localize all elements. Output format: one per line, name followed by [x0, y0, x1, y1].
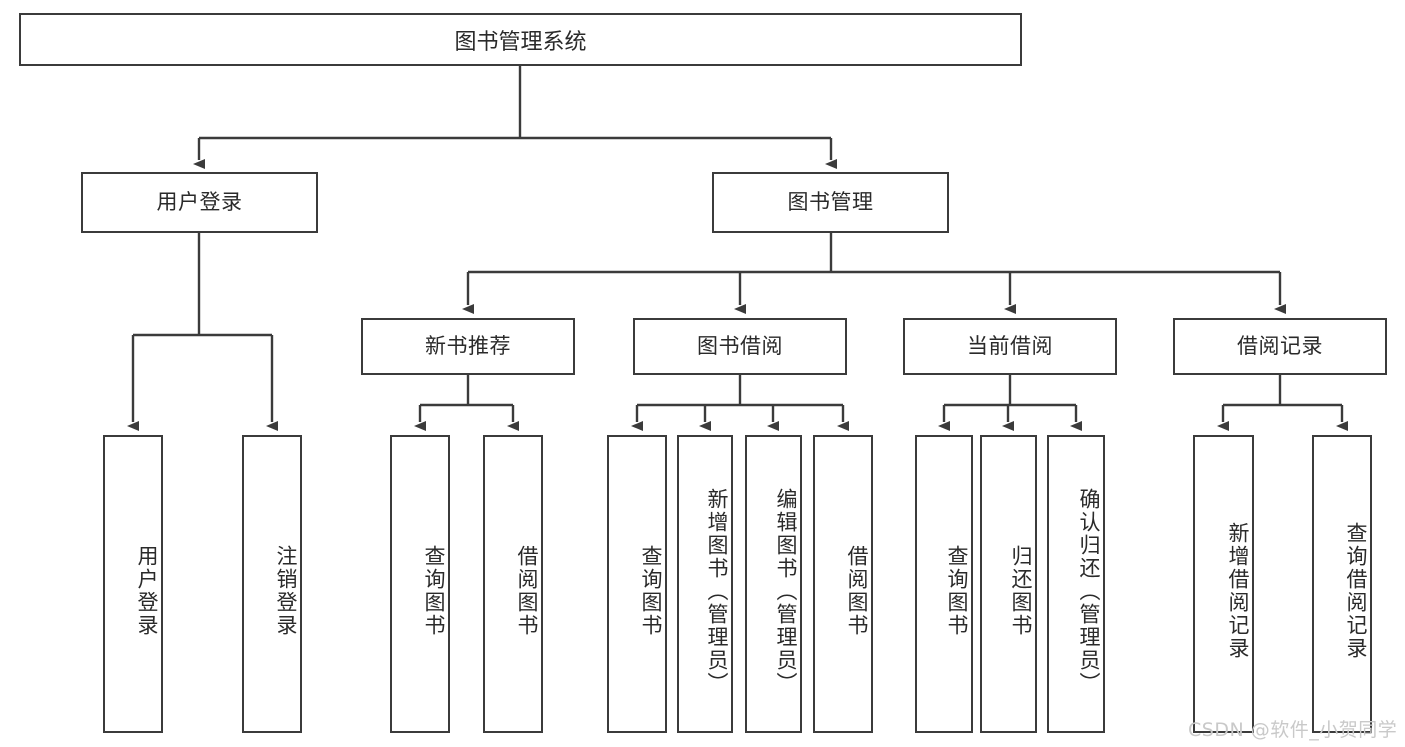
node-leaf-label: 新增图书（管理员）	[705, 487, 729, 695]
node-root-book-management-system[interactable]: 图书管理系统	[19, 13, 1022, 66]
node-book-borrow-label: 图书借阅	[697, 333, 783, 358]
node-leaf-label: 查询借阅记录	[1344, 522, 1368, 660]
node-leaf-user-login-signin[interactable]: 用户登录	[103, 435, 163, 733]
node-root-label: 图书管理系统	[454, 29, 587, 55]
node-borrow-record[interactable]: 借阅记录	[1173, 318, 1387, 375]
node-leaf-label: 查询图书	[639, 545, 663, 637]
node-leaf-book-borrow-edit[interactable]: 编辑图书（管理员）	[745, 435, 802, 733]
node-leaf-label: 查询图书	[945, 545, 969, 637]
node-leaf-book-borrow-query[interactable]: 查询图书	[607, 435, 667, 733]
node-leaf-label: 注销登录	[274, 545, 298, 637]
node-leaf-borrow-record-add[interactable]: 新增借阅记录	[1193, 435, 1254, 733]
node-leaf-label: 新增借阅记录	[1226, 522, 1250, 660]
node-leaf-label: 归还图书	[1009, 545, 1033, 637]
node-leaf-book-borrow-borrow[interactable]: 借阅图书	[813, 435, 873, 733]
node-new-book-recommend-label: 新书推荐	[425, 333, 511, 358]
node-leaf-current-borrow-return[interactable]: 归还图书	[980, 435, 1037, 733]
node-current-borrow-label: 当前借阅	[967, 333, 1053, 358]
node-leaf-label: 借阅图书	[515, 545, 539, 637]
node-leaf-new-book-borrow[interactable]: 借阅图书	[483, 435, 543, 733]
node-leaf-new-book-query[interactable]: 查询图书	[390, 435, 450, 733]
node-leaf-current-borrow-query[interactable]: 查询图书	[915, 435, 973, 733]
node-leaf-label: 查询图书	[422, 545, 446, 637]
node-borrow-record-label: 借阅记录	[1237, 333, 1323, 358]
node-leaf-label: 编辑图书（管理员）	[774, 487, 798, 695]
watermark-csdn: CSDN @软件_小贺同学	[1188, 719, 1398, 741]
node-leaf-user-login-signout[interactable]: 注销登录	[242, 435, 302, 733]
node-book-management[interactable]: 图书管理	[712, 172, 949, 233]
node-leaf-label: 用户登录	[135, 545, 159, 637]
node-leaf-label: 确认归还（管理员）	[1077, 487, 1101, 695]
node-current-borrow[interactable]: 当前借阅	[903, 318, 1117, 375]
node-new-book-recommend[interactable]: 新书推荐	[361, 318, 575, 375]
node-user-login[interactable]: 用户登录	[81, 172, 318, 233]
node-leaf-label: 借阅图书	[845, 545, 869, 637]
node-leaf-book-borrow-add[interactable]: 新增图书（管理员）	[677, 435, 733, 733]
node-leaf-borrow-record-query[interactable]: 查询借阅记录	[1312, 435, 1372, 733]
node-leaf-current-borrow-confirm[interactable]: 确认归还（管理员）	[1047, 435, 1105, 733]
node-book-management-label: 图书管理	[787, 189, 874, 214]
node-book-borrow[interactable]: 图书借阅	[633, 318, 847, 375]
node-user-login-label: 用户登录	[156, 189, 243, 214]
